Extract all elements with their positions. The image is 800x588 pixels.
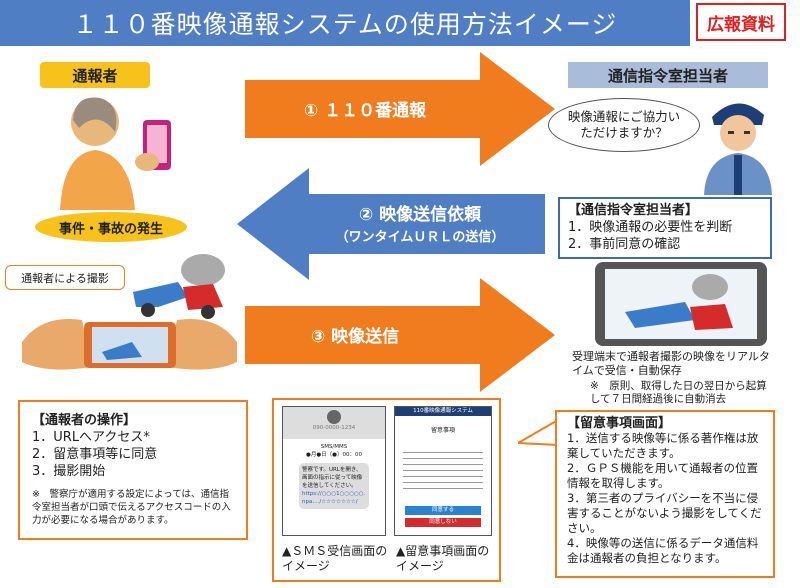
dispatcher-task-box: 【通信指令室担当者】 1．映像通報の必要性を判断 2．事前同意の確認 xyxy=(558,197,772,259)
notice-item: 4．映像等の送信に係るデータ通信料金は通報者の負担となります。 xyxy=(567,536,759,565)
arrow-right-3 xyxy=(245,278,555,392)
terminal-note: ※ 原則、取得した日の翌日から起算して７日間経過後に自動消去 xyxy=(590,380,767,405)
press-material-badge: 広報資料 xyxy=(696,3,786,41)
sms-message: 警察です。URLを開き、画面の指示に従って映像を送信してください。 xyxy=(302,467,363,489)
notice-item: 2．ＧＰＳ機能を用いて通報者の位置情報を取得します。 xyxy=(567,461,758,490)
car-accident-illustration xyxy=(133,254,225,319)
notice-screen-image: 110番映像通報システム 留意事項 同意する 同意しない xyxy=(394,406,492,536)
step1-label: ① １１０番通報 xyxy=(303,101,427,121)
reporter-woman-illustration xyxy=(60,97,171,210)
reporter-operation-box: 【通報者の操作】 1．URLへアクセス* 2．留意事項等に同意 3．撮影開始 ※… xyxy=(18,400,248,540)
speech-bubble: 映像通報にご協力いただけますか？ xyxy=(548,98,700,152)
notice-box-title: 【留意事項画面】 xyxy=(567,416,672,431)
dispatcher-item: 1．映像通報の必要性を判断 xyxy=(568,220,733,235)
dispatcher-label: 通信指令室担当者 xyxy=(568,62,768,88)
step2-label: ② 映像送信依頼 xyxy=(358,205,482,225)
notice-screen-header: 110番映像通報システム xyxy=(395,407,491,416)
arrow-right-1 xyxy=(245,52,555,166)
sms-date: ●月●日（●）00：00 xyxy=(306,452,362,458)
reporter-item: 1．URLへアクセス* xyxy=(32,430,150,445)
screen-images-box: 090-0000-1234 SMS/MMS ●月●日（●）00：00 警察です。… xyxy=(272,398,501,582)
notice-screen-title: 留意事項 xyxy=(430,427,455,434)
reporter-label: 通報者 xyxy=(40,62,150,88)
notice-caption: ▲留意事項画面のイメージ xyxy=(396,544,490,573)
disagree-button[interactable]: 同意しない xyxy=(405,518,481,527)
notice-box-pointer xyxy=(518,418,560,447)
step3-label: ③ 映像送信 xyxy=(310,327,400,347)
incident-label: 事件・事故の発生 xyxy=(35,212,187,242)
sms-type: SMS/MMS xyxy=(320,444,348,450)
dispatcher-box-title: 【通信指令室担当者】 xyxy=(568,203,699,218)
phone-filming-illustration xyxy=(22,318,237,370)
filming-bubble: 通報者による撮影 xyxy=(5,265,125,290)
dispatcher-officer-illustration xyxy=(704,103,772,195)
reporter-note: ※ 警察庁が適用する設定によっては、通信指令室担当者が口頭で伝えるアクセスコード… xyxy=(32,489,231,526)
reporter-item: 3．撮影開始 xyxy=(32,464,106,479)
step2-sublabel: （ワンタイムＵＲＬの送信） xyxy=(335,230,505,245)
notice-item: 3．第三者のプライバシーを不当に侵害することがないよう撮影をしてください。 xyxy=(567,491,762,535)
page-title: １１０番映像通報システムの使用方法イメージ xyxy=(0,0,690,46)
notice-item: 1．送信する映像等に係る著作権は放棄していただきます。 xyxy=(567,431,759,460)
reporter-box-title: 【通報者の操作】 xyxy=(32,413,137,428)
notice-items-box: 【留意事項画面】 1．送信する映像等に係る著作権は放棄していただきます。 2．Ｇ… xyxy=(555,410,775,578)
sms-screen-image: 090-0000-1234 SMS/MMS ●月●日（●）00：00 警察です。… xyxy=(282,406,386,536)
sms-phone: 090-0000-1234 xyxy=(312,425,356,431)
reporter-item: 2．留意事項等に同意 xyxy=(32,447,158,462)
sms-url[interactable]: https://○○○1○○○○○.npa..../☆☆☆☆☆☆☆/ xyxy=(302,491,366,505)
terminal-caption: 受理端末で通報者撮影の映像をリアルタイムで受信・自動保存 xyxy=(572,350,770,377)
sms-caption: ▲ＳＭＳ受信画面のイメージ xyxy=(282,544,388,573)
receiving-terminal-tablet xyxy=(595,262,767,346)
arrow-left-2 xyxy=(237,168,545,280)
dispatcher-item: 2．事前同意の確認 xyxy=(568,237,681,252)
agree-button[interactable]: 同意する xyxy=(405,506,481,515)
